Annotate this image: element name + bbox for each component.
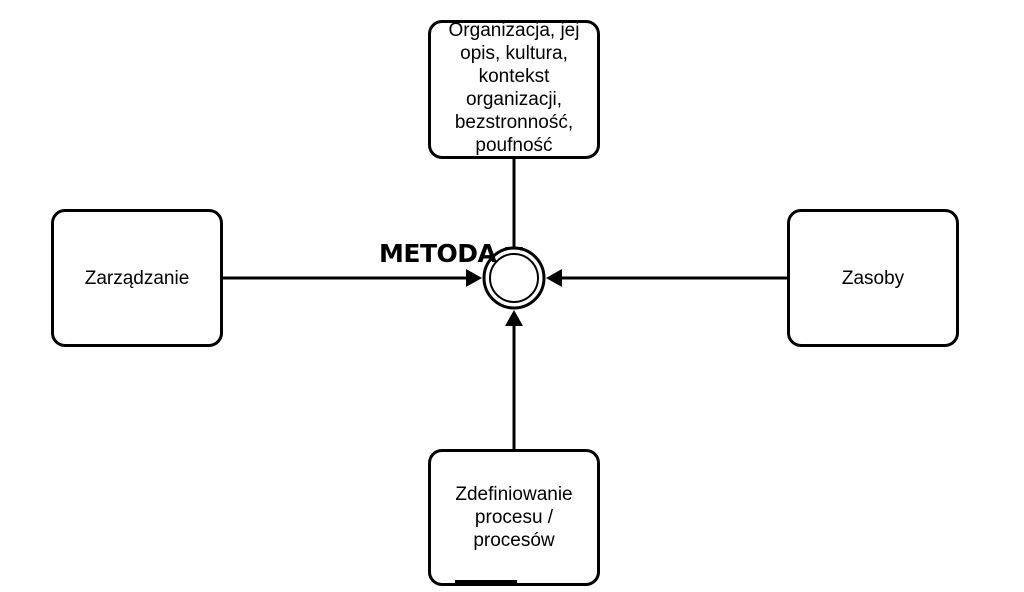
node-zdefiniowanie-procesu-label: Zdefiniowanie procesu / procesów [455, 484, 573, 551]
node-zasoby: Zasoby [787, 209, 959, 347]
arrowhead-left [466, 269, 482, 287]
node-zdefiniowanie-procesu: Zdefiniowanie procesu / procesów [428, 449, 600, 586]
center-inner-circle [489, 253, 539, 303]
node-zarzadzanie-label: Zarządzanie [84, 267, 190, 289]
node-zarzadzanie: Zarządzanie [51, 209, 223, 347]
arrowhead-right [546, 269, 562, 287]
arrowhead-bottom [505, 310, 523, 326]
node-organizacja: Organizacja, jej opis, kultura, kontekst… [428, 20, 600, 159]
scan-artifact-line [455, 580, 517, 583]
node-zasoby-label: Zasoby [841, 267, 905, 289]
center-label-metoda: METODA [379, 239, 497, 268]
node-organizacja-label: Organizacja, jej opis, kultura, kontekst… [448, 20, 580, 156]
